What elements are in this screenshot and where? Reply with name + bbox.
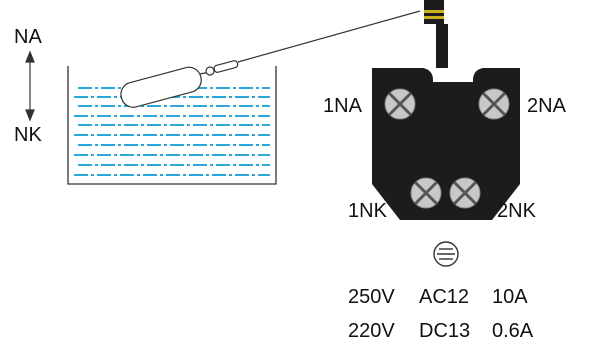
rating-row: 250V AC12 10A <box>348 286 528 308</box>
water-tank <box>67 66 277 185</box>
switch-cable <box>424 0 448 68</box>
direction-arrow <box>25 50 35 122</box>
water-level-lines <box>74 87 270 176</box>
terminal-screw-2na <box>478 88 510 120</box>
terminal-1na-label: 1NA <box>323 95 363 117</box>
na-direction-label: NA <box>14 26 42 48</box>
terminal-2nk-label: 2NK <box>497 200 537 222</box>
terminal-screw-2nk <box>449 177 481 209</box>
insulation-class-ii-icon <box>433 241 459 267</box>
rating-current: 10A <box>492 286 528 308</box>
nk-direction-label: NK <box>14 124 42 146</box>
rating-category: DC13 <box>419 320 470 342</box>
terminal-screw-1na <box>384 88 416 120</box>
rating-voltage: 220V <box>348 320 395 342</box>
float-cable <box>237 10 421 63</box>
terminal-2na-label: 2NA <box>527 95 567 117</box>
rating-category: AC12 <box>419 286 469 308</box>
rating-row: 220V DC13 0.6A <box>348 320 534 342</box>
rating-current: 0.6A <box>492 320 534 342</box>
terminal-1nk-label: 1NK <box>348 200 388 222</box>
rating-voltage: 250V <box>348 286 395 308</box>
float-bulb-icon <box>120 60 239 108</box>
terminal-screw-1nk <box>410 177 442 209</box>
